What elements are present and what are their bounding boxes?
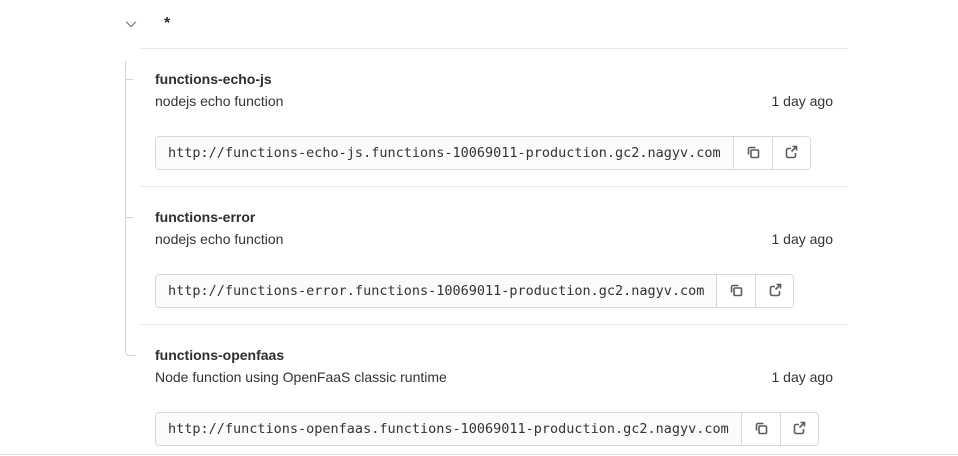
function-row: functions-error nodejs echo function 1 d… bbox=[140, 186, 848, 324]
tree-connector-lines bbox=[125, 61, 136, 356]
function-meta-row: nodejs echo function 1 day ago bbox=[155, 231, 833, 248]
open-url-button[interactable] bbox=[779, 413, 818, 445]
function-row: functions-echo-js nodejs echo function 1… bbox=[140, 49, 848, 186]
function-name-link[interactable]: functions-openfaas bbox=[155, 347, 285, 363]
functions-list: functions-echo-js nodejs echo function 1… bbox=[125, 48, 848, 456]
functions-list-container: functions-echo-js nodejs echo function 1… bbox=[125, 48, 848, 456]
function-url-group: http://functions-error.functions-1006901… bbox=[155, 274, 795, 308]
function-updated-time: 1 day ago bbox=[771, 231, 834, 247]
copy-icon bbox=[728, 282, 744, 301]
function-description: Node function using OpenFaaS classic run… bbox=[155, 369, 447, 385]
open-url-button[interactable] bbox=[771, 137, 810, 169]
external-link-icon bbox=[783, 144, 799, 163]
function-url-field[interactable]: http://functions-error.functions-1006901… bbox=[156, 275, 718, 307]
function-meta-row: Node function using OpenFaaS classic run… bbox=[155, 369, 833, 386]
function-meta-row: nodejs echo function 1 day ago bbox=[155, 93, 833, 110]
page-bottom-divider bbox=[0, 454, 958, 455]
function-url-field[interactable]: http://functions-openfaas.functions-1006… bbox=[156, 413, 742, 445]
function-url-group: http://functions-echo-js.functions-10069… bbox=[155, 136, 811, 170]
open-url-button[interactable] bbox=[755, 275, 794, 307]
copy-icon bbox=[753, 420, 769, 439]
function-row: functions-openfaas Node function using O… bbox=[140, 324, 848, 456]
copy-url-button[interactable] bbox=[733, 137, 772, 169]
function-description: nodejs echo function bbox=[155, 93, 284, 109]
function-updated-time: 1 day ago bbox=[771, 93, 834, 109]
function-url-field[interactable]: http://functions-echo-js.functions-10069… bbox=[156, 137, 734, 169]
section-title: * bbox=[164, 15, 171, 32]
copy-url-button[interactable] bbox=[717, 275, 756, 307]
function-description: nodejs echo function bbox=[155, 231, 284, 247]
external-link-icon bbox=[791, 420, 807, 439]
external-link-icon bbox=[767, 282, 783, 301]
function-url-group: http://functions-openfaas.functions-1006… bbox=[155, 412, 819, 446]
function-name-link[interactable]: functions-echo-js bbox=[155, 71, 272, 87]
chevron-down-icon[interactable] bbox=[123, 16, 139, 32]
section-header: * bbox=[0, 0, 958, 48]
copy-url-button[interactable] bbox=[741, 413, 780, 445]
function-name-link[interactable]: functions-error bbox=[155, 209, 256, 225]
function-updated-time: 1 day ago bbox=[771, 369, 834, 385]
copy-icon bbox=[745, 144, 761, 163]
